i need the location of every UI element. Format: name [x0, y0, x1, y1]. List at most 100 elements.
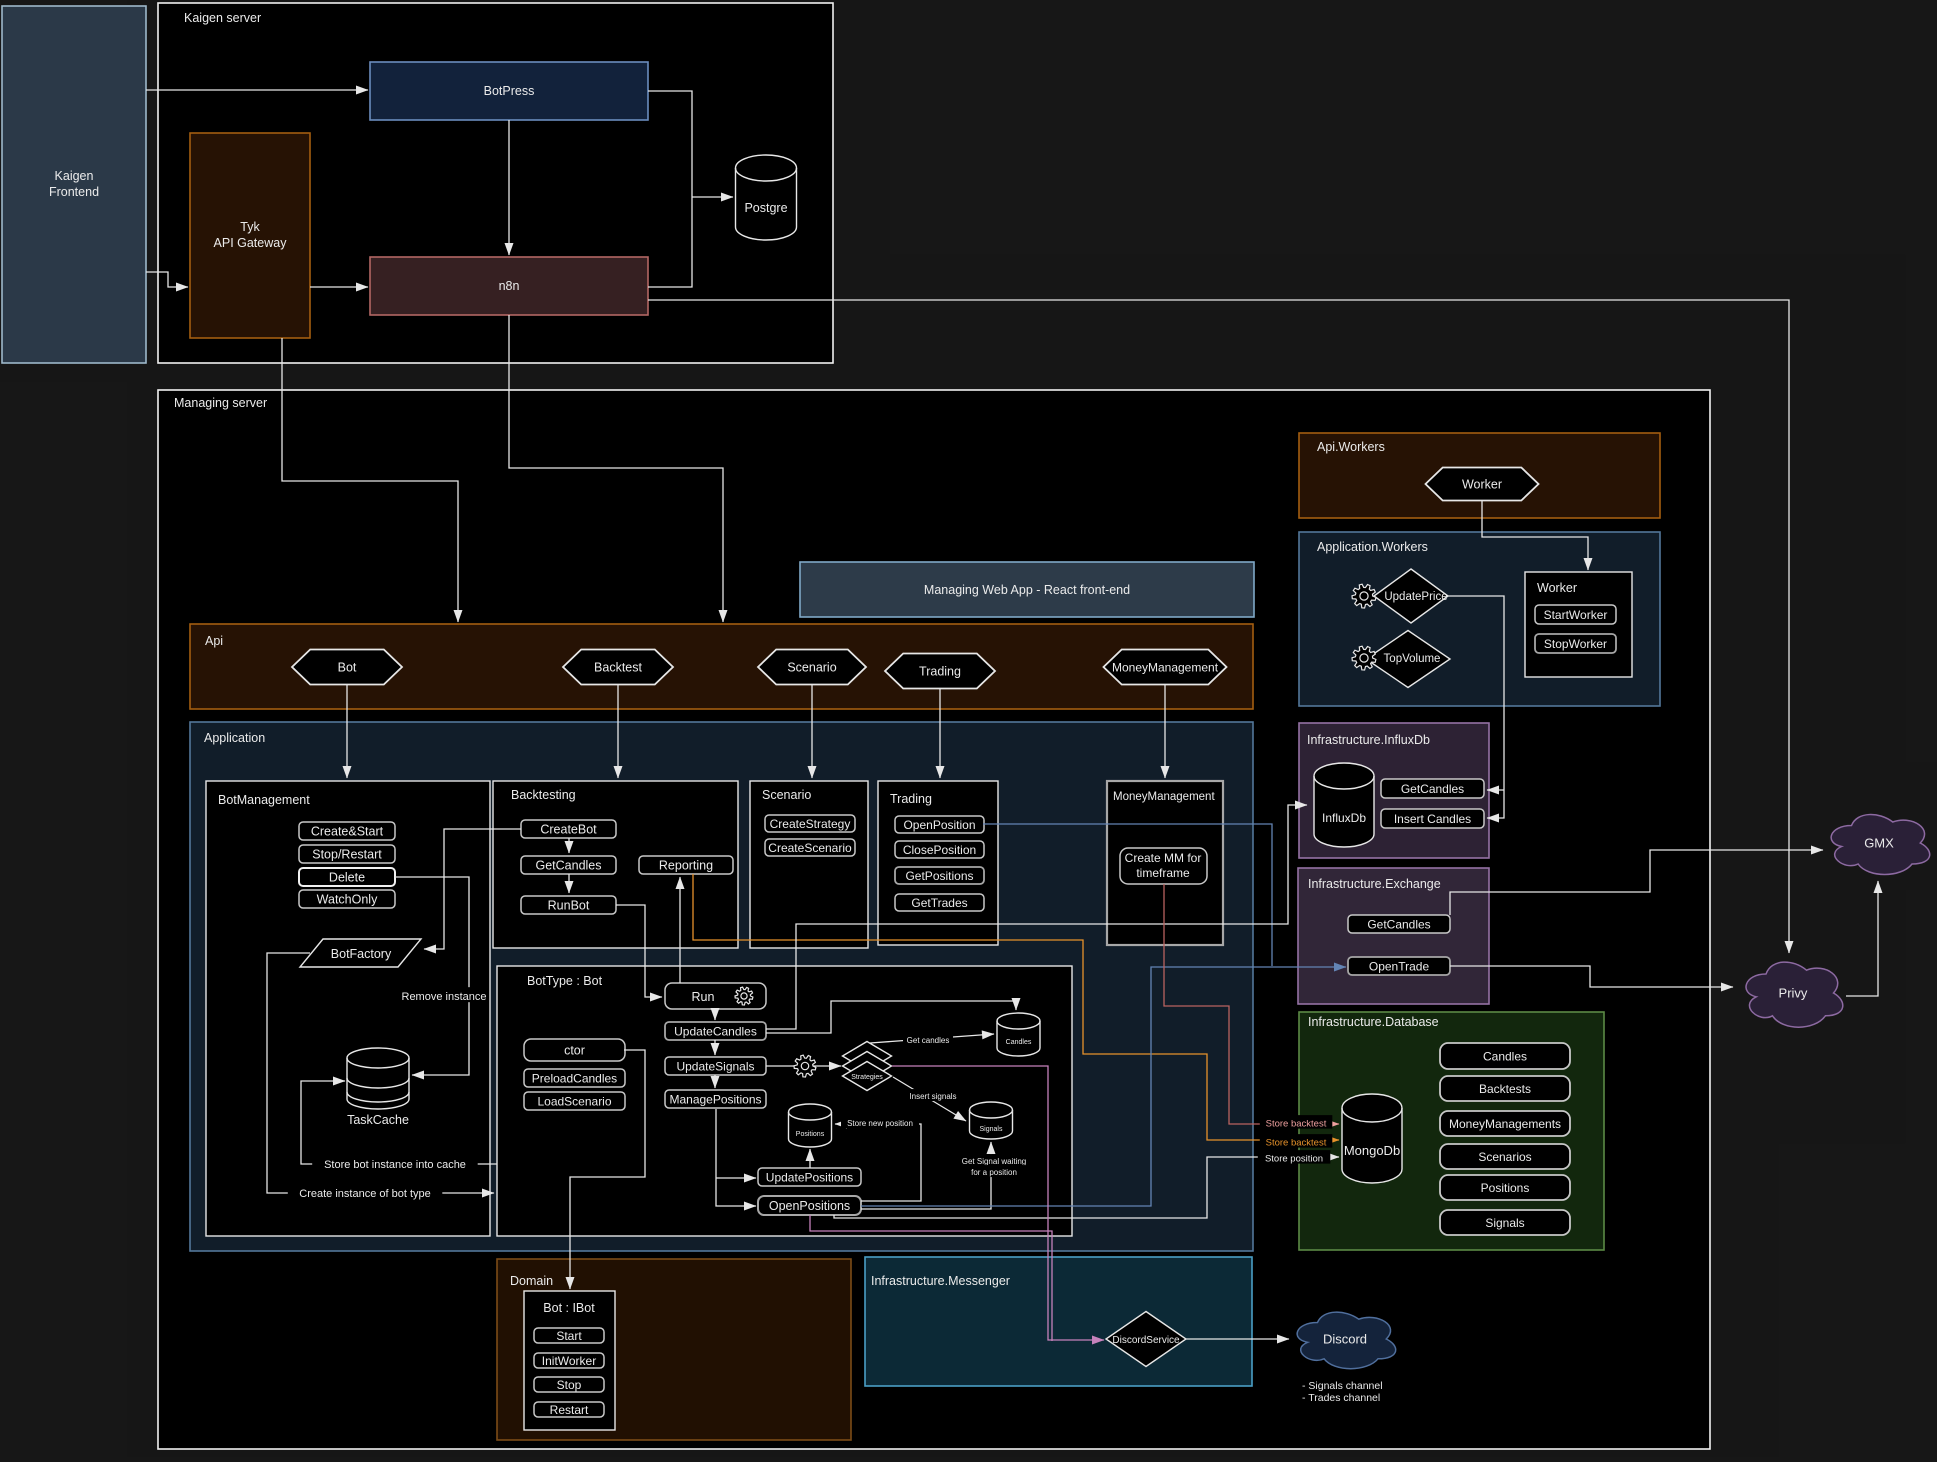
svg-text:Worker: Worker: [1462, 478, 1502, 492]
svg-text:CreateStrategy: CreateStrategy: [770, 817, 851, 831]
svg-text:InitWorker: InitWorker: [542, 1354, 596, 1368]
svg-text:Get Signal waiting: Get Signal waiting: [962, 1157, 1026, 1166]
svg-text:GetTrades: GetTrades: [911, 896, 967, 910]
svg-text:Create instance of bot type: Create instance of bot type: [299, 1188, 430, 1200]
svg-text:TopVolume: TopVolume: [1384, 653, 1441, 665]
svg-text:Bot: Bot: [338, 661, 357, 675]
svg-text:OpenPosition: OpenPosition: [903, 818, 975, 832]
svg-text:Privy: Privy: [1779, 986, 1808, 1001]
svg-text:Trading: Trading: [890, 792, 932, 806]
svg-text:Signals: Signals: [980, 1126, 1003, 1133]
svg-text:Candles: Candles: [1483, 1049, 1527, 1063]
svg-text:Managing server: Managing server: [174, 396, 267, 410]
svg-text:OpenPositions: OpenPositions: [769, 1199, 850, 1213]
svg-text:Application: Application: [204, 731, 265, 745]
svg-text:Worker: Worker: [1537, 581, 1577, 595]
svg-text:Scenario: Scenario: [787, 661, 836, 675]
svg-text:ClosePosition: ClosePosition: [903, 843, 976, 857]
svg-text:ctor: ctor: [564, 1044, 585, 1058]
svg-text:Positions: Positions: [796, 1131, 825, 1138]
svg-text:- Trades channel: - Trades channel: [1302, 1392, 1380, 1404]
svg-text:Kaigen: Kaigen: [55, 169, 94, 183]
svg-text:GetCandles: GetCandles: [535, 859, 601, 873]
svg-text:Postgre: Postgre: [744, 201, 787, 215]
svg-text:GetCandles: GetCandles: [1367, 917, 1430, 931]
svg-text:- Signals channel: - Signals channel: [1302, 1380, 1383, 1392]
svg-text:BotType : Bot: BotType : Bot: [527, 974, 603, 988]
svg-text:UpdatePrice: UpdatePrice: [1384, 591, 1447, 603]
svg-text:RunBot: RunBot: [548, 899, 590, 913]
svg-text:Stop: Stop: [557, 1378, 582, 1392]
svg-text:Managing Web App - React front: Managing Web App - React front-end: [924, 583, 1130, 597]
svg-text:Domain: Domain: [510, 1274, 553, 1288]
svg-text:Stop/Restart: Stop/Restart: [312, 848, 382, 862]
svg-text:Store new position: Store new position: [847, 1119, 913, 1128]
svg-text:Api.Workers: Api.Workers: [1317, 440, 1385, 454]
svg-text:Create MM for: Create MM for: [1125, 851, 1202, 865]
svg-text:Store backtest: Store backtest: [1266, 1118, 1327, 1129]
svg-text:Store position: Store position: [1265, 1153, 1323, 1164]
svg-text:TaskCache: TaskCache: [347, 1113, 409, 1127]
svg-text:Infrastructure.Database: Infrastructure.Database: [1308, 1015, 1439, 1029]
svg-text:Store bot instance into cache: Store bot instance into cache: [324, 1159, 466, 1171]
svg-text:Backtest: Backtest: [594, 661, 642, 675]
svg-text:ManagePositions: ManagePositions: [669, 1092, 761, 1106]
svg-text:BotFactory: BotFactory: [331, 947, 392, 961]
svg-text:DiscordService: DiscordService: [1112, 1335, 1180, 1346]
svg-text:for a position: for a position: [971, 1168, 1017, 1177]
svg-text:MoneyManagement: MoneyManagement: [1112, 660, 1219, 674]
svg-text:Remove instance: Remove instance: [402, 991, 487, 1003]
svg-text:Frontend: Frontend: [49, 185, 99, 199]
svg-text:Restart: Restart: [550, 1403, 589, 1417]
svg-text:Application.Workers: Application.Workers: [1317, 540, 1428, 554]
svg-text:Trading: Trading: [919, 665, 961, 679]
svg-text:GetCandles: GetCandles: [1401, 782, 1464, 796]
svg-text:Signals: Signals: [1485, 1216, 1524, 1230]
svg-text:Strategies: Strategies: [851, 1074, 883, 1081]
svg-text:Infrastructure.InfluxDb: Infrastructure.InfluxDb: [1307, 733, 1430, 747]
svg-text:OpenTrade: OpenTrade: [1369, 959, 1430, 973]
svg-text:MoneyManagements: MoneyManagements: [1449, 1117, 1561, 1131]
svg-text:Infrastructure.Exchange: Infrastructure.Exchange: [1308, 877, 1441, 891]
svg-text:Infrastructure.Messenger: Infrastructure.Messenger: [871, 1274, 1010, 1288]
svg-text:Run: Run: [692, 990, 715, 1004]
svg-text:API Gateway: API Gateway: [214, 236, 288, 250]
svg-text:Scenarios: Scenarios: [1478, 1150, 1531, 1164]
svg-text:Kaigen server: Kaigen server: [184, 11, 261, 25]
svg-text:CreateBot: CreateBot: [540, 823, 597, 837]
svg-text:BotManagement: BotManagement: [218, 793, 310, 807]
svg-text:LoadScenario: LoadScenario: [537, 1094, 611, 1108]
svg-text:WatchOnly: WatchOnly: [317, 893, 378, 907]
svg-text:PreloadCandles: PreloadCandles: [532, 1071, 617, 1085]
svg-text:Tyk: Tyk: [240, 220, 260, 234]
svg-text:Reporting: Reporting: [659, 859, 713, 873]
svg-text:Insert signals: Insert signals: [909, 1092, 956, 1101]
svg-text:Get candles: Get candles: [907, 1036, 950, 1045]
svg-text:Store backtest: Store backtest: [1266, 1137, 1327, 1148]
svg-text:InfluxDb: InfluxDb: [1322, 811, 1366, 825]
svg-text:StartWorker: StartWorker: [1544, 608, 1608, 622]
svg-text:n8n: n8n: [499, 279, 520, 293]
svg-text:Api: Api: [205, 634, 223, 648]
svg-text:Start: Start: [556, 1329, 582, 1343]
svg-text:BotPress: BotPress: [484, 84, 535, 98]
svg-text:Create&Start: Create&Start: [311, 825, 384, 839]
svg-text:Scenario: Scenario: [762, 788, 811, 802]
svg-text:Backtests: Backtests: [1479, 1082, 1531, 1096]
svg-text:GMX: GMX: [1864, 836, 1894, 851]
svg-text:timeframe: timeframe: [1136, 866, 1190, 880]
svg-text:Discord: Discord: [1323, 1332, 1367, 1347]
svg-text:UpdatePositions: UpdatePositions: [766, 1170, 853, 1184]
svg-text:StopWorker: StopWorker: [1544, 637, 1607, 651]
svg-text:MoneyManagement: MoneyManagement: [1113, 791, 1215, 803]
svg-text:Backtesting: Backtesting: [511, 788, 576, 802]
svg-text:Insert Candles: Insert Candles: [1394, 812, 1471, 826]
svg-text:Delete: Delete: [329, 871, 365, 885]
svg-text:Positions: Positions: [1481, 1181, 1530, 1195]
svg-text:GetPositions: GetPositions: [905, 869, 973, 883]
svg-text:MongoDb: MongoDb: [1344, 1143, 1400, 1158]
svg-text:Candles: Candles: [1006, 1039, 1032, 1046]
svg-text:CreateScenario: CreateScenario: [768, 841, 852, 855]
svg-text:Bot : IBot: Bot : IBot: [543, 1301, 595, 1315]
svg-text:UpdateCandles: UpdateCandles: [674, 1024, 757, 1038]
